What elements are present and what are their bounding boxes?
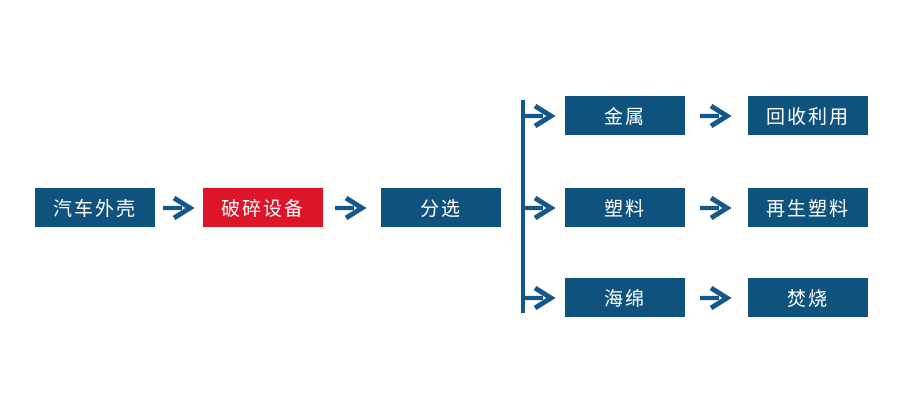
node-recycled-plastic-label: 再生塑料: [765, 198, 850, 220]
arrow-right-icon: [700, 103, 732, 129]
node-sponge: 海绵: [565, 278, 685, 317]
branch-arrow-right-icon: [524, 103, 556, 129]
node-metal-label: 金属: [603, 106, 646, 128]
node-sponge-label: 海绵: [603, 288, 646, 310]
node-plastic-label: 塑料: [603, 198, 646, 220]
arrow-right-icon: [700, 285, 732, 311]
branch-trunk-line: [521, 100, 525, 313]
node-car-shell: 汽车外壳: [35, 188, 155, 227]
arrow-right-icon: [700, 195, 732, 221]
node-recycled-plastic: 再生塑料: [748, 188, 868, 227]
node-incineration: 焚烧: [748, 278, 868, 317]
node-incineration-label: 焚烧: [786, 288, 829, 310]
node-sorting-label: 分选: [419, 198, 462, 220]
node-sorting: 分选: [381, 188, 501, 227]
branch-arrow-right-icon: [524, 285, 556, 311]
node-recycling-label: 回收利用: [765, 106, 850, 128]
node-recycling: 回收利用: [748, 96, 868, 135]
arrow-right-icon: [335, 195, 367, 221]
node-crushing-equipment-label: 破碎设备: [220, 198, 305, 220]
node-car-shell-label: 汽车外壳: [52, 198, 137, 220]
node-metal: 金属: [565, 96, 685, 135]
node-crushing-equipment: 破碎设备: [203, 188, 323, 227]
arrow-right-icon: [163, 195, 195, 221]
node-plastic: 塑料: [565, 188, 685, 227]
branch-arrow-right-icon: [524, 195, 556, 221]
